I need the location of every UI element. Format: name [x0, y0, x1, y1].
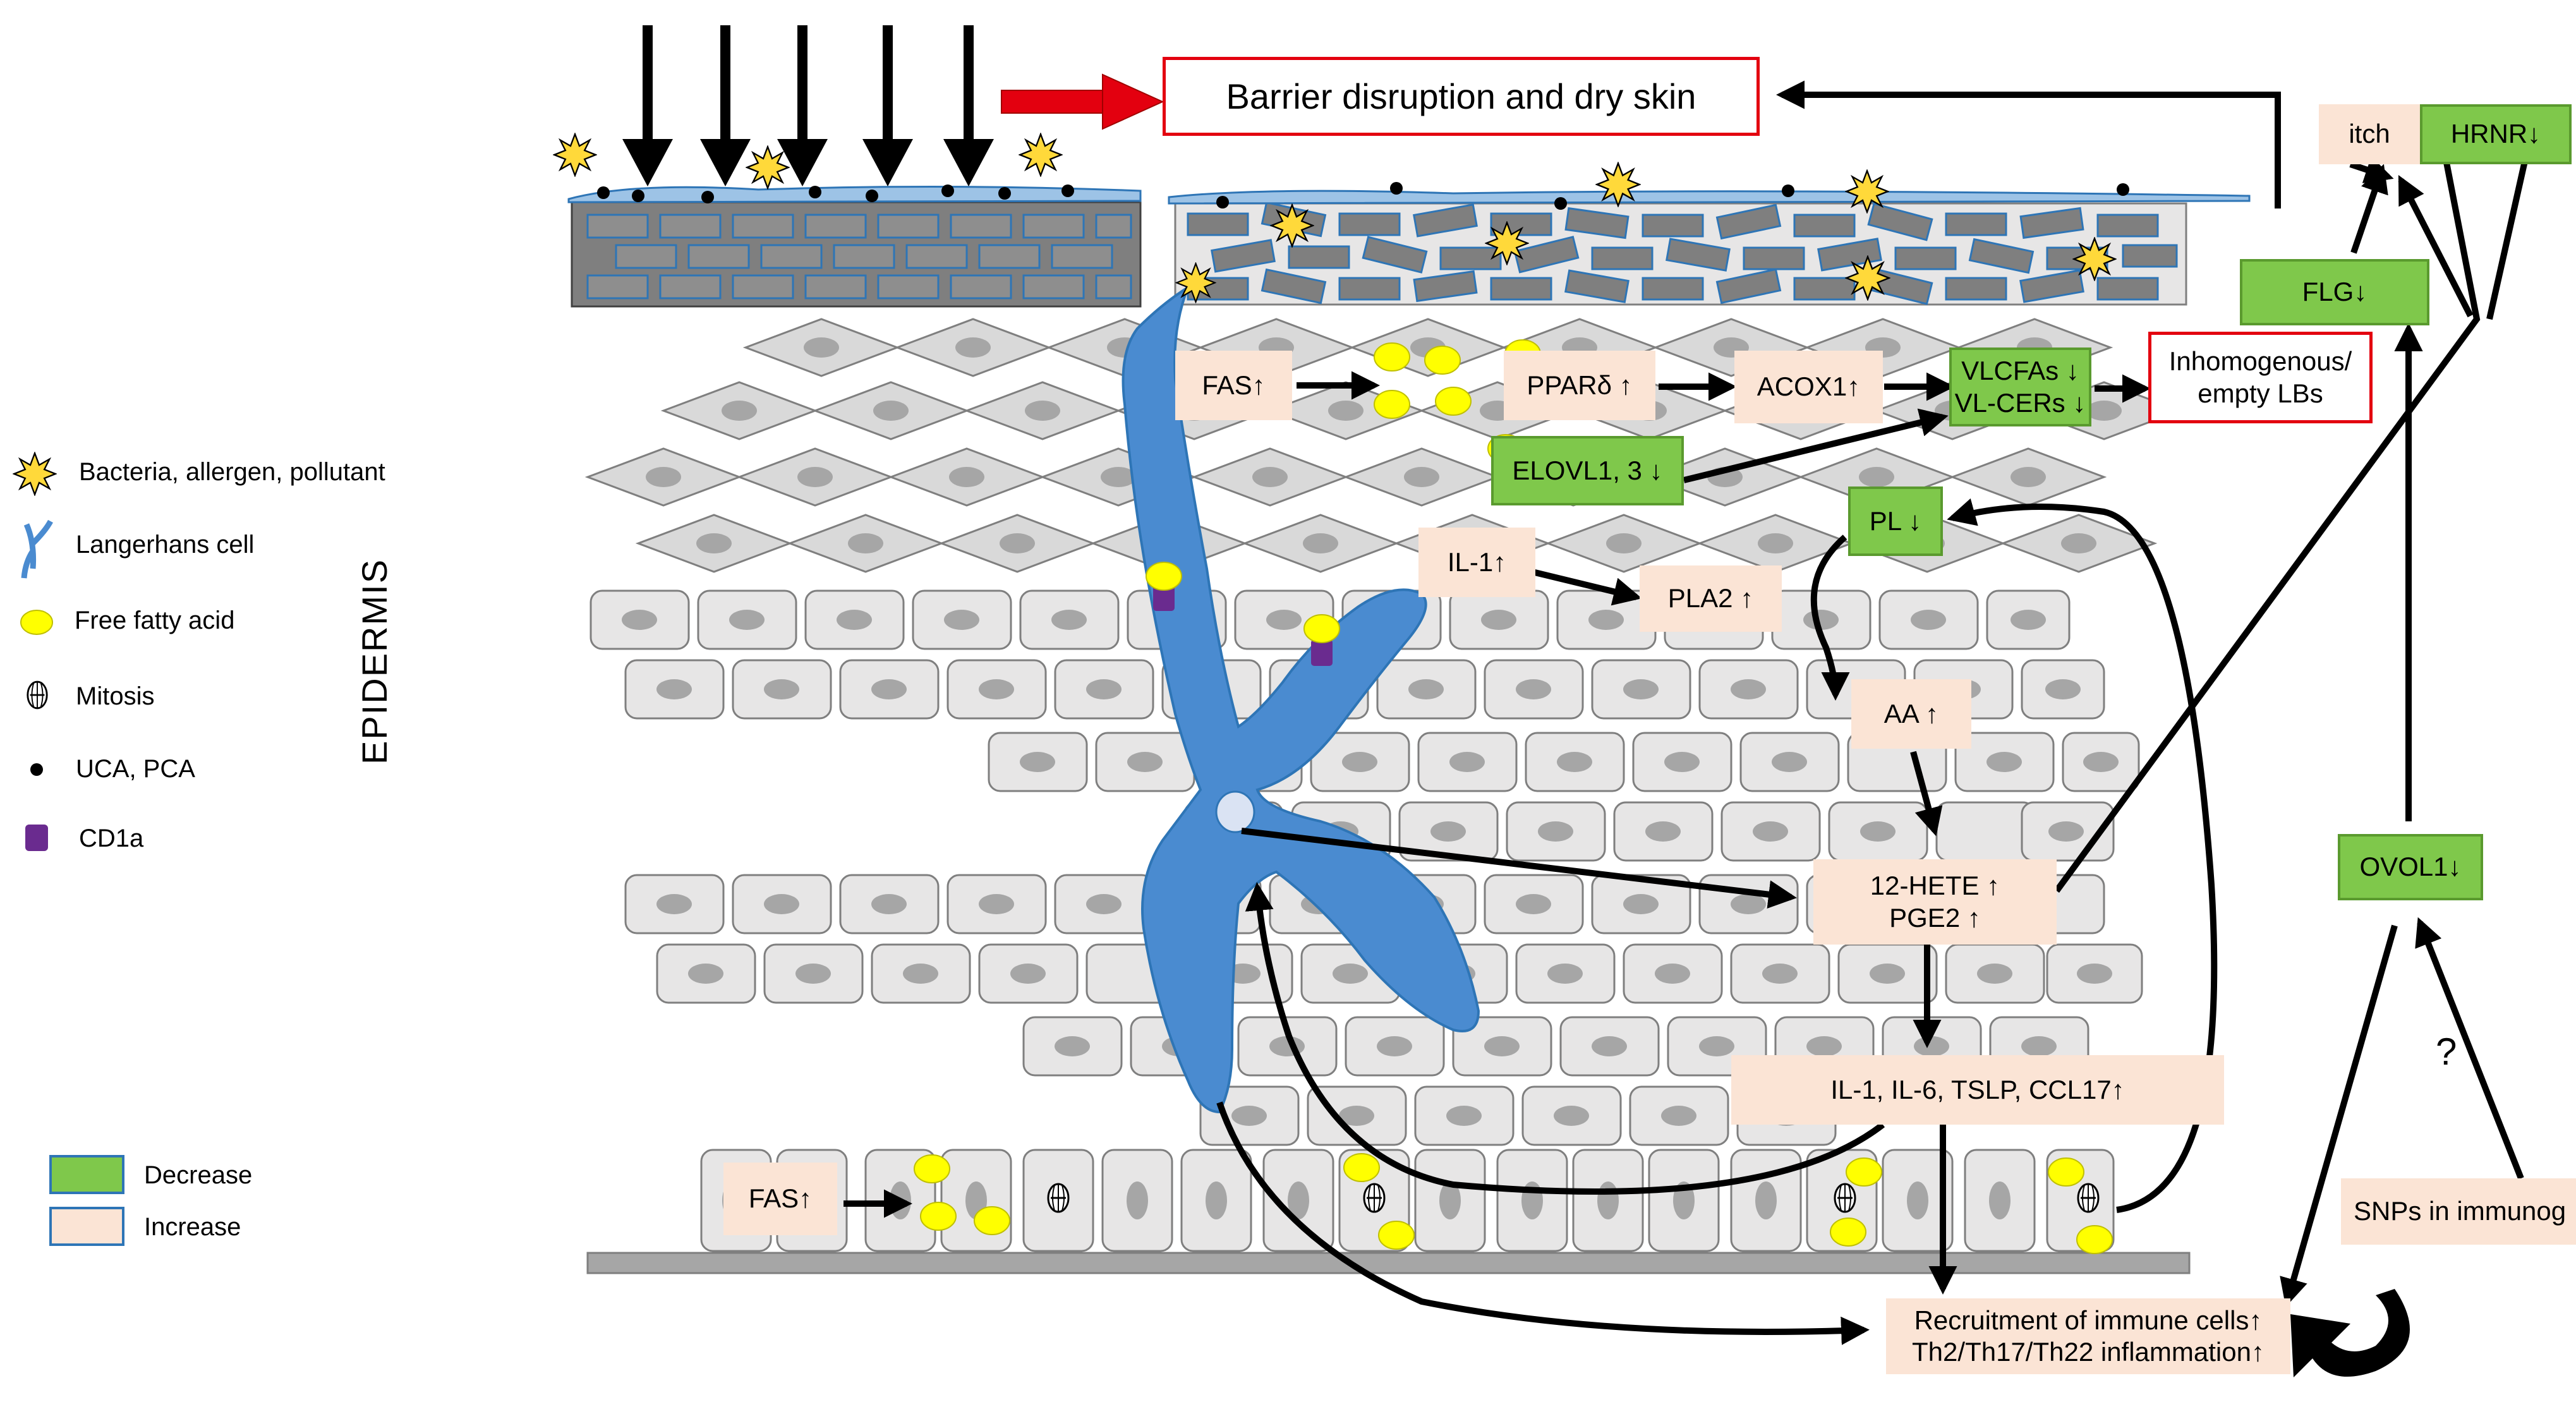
epidermis-label: EPIDERMIS — [354, 558, 394, 764]
pl-box: PL ↓ — [1848, 486, 1943, 556]
ovol1-box: OVOL1↓ — [2338, 834, 2483, 900]
acox1-box: ACOX1↑ — [1734, 351, 1883, 423]
legend-ffa-label: Free fatty acid — [75, 607, 235, 634]
cd1a-receptors — [1146, 562, 1340, 666]
stratum-corneum-disrupted — [1168, 190, 2251, 306]
barrier-disruption-title: Barrier disruption and dry skin — [1163, 57, 1760, 136]
elovl-box: ELOVL1, 3 ↓ — [1491, 436, 1684, 505]
ppar-box: PPARδ ↑ — [1504, 351, 1655, 420]
inhomogenous-label: Inhomogenous/ — [2168, 346, 2352, 377]
free-fatty-acids — [914, 339, 2113, 1254]
mitosis-icon — [2077, 1183, 2100, 1213]
recruitment-box: Recruitment of immune cells↑ Th2/Th17/Th… — [1886, 1298, 2290, 1374]
uca-pca-dots — [597, 182, 2129, 210]
basement-membrane — [586, 1252, 2191, 1274]
itch-box: itch — [2319, 104, 2420, 164]
inhomogenous-lbs-box: Inhomogenous/ empty LBs — [2148, 332, 2373, 423]
langerhans-cell — [1122, 284, 1480, 1114]
red-arrow — [1001, 73, 1164, 130]
legend-increase-label: Increase — [144, 1213, 241, 1241]
vlcfas-label: VLCFAs ↓ — [1961, 356, 2079, 386]
legend-bacteria-label: Bacteria, allergen, pollutant — [79, 458, 385, 486]
inflammation-label: Th2/Th17/Th22 inflammation↑ — [1912, 1337, 2265, 1367]
fas-bottom-box: FAS↑ — [723, 1163, 837, 1235]
hete-pge2-box: 12-HETE ↑ PGE2 ↑ — [1813, 859, 2057, 945]
mitosis-icon — [1834, 1183, 1856, 1213]
mitosis-icon — [1363, 1183, 1386, 1213]
pla2-box: PLA2 ↑ — [1640, 565, 1782, 632]
flg-box: FLG↓ — [2240, 259, 2429, 325]
question-mark: ? — [2436, 1030, 2457, 1073]
aa-box: AA ↑ — [1851, 679, 1971, 749]
legend-langerhans-label: Langerhans cell — [76, 531, 255, 559]
stratum-corneum-intact — [567, 185, 1142, 308]
cytokines-box: IL-1, IL-6, TSLP, CCL17↑ — [1731, 1055, 2224, 1125]
legend-cd1a-label: CD1a — [79, 825, 144, 852]
legend-mitosis-label: Mitosis — [76, 682, 155, 710]
fas-top-box: FAS↑ — [1175, 351, 1292, 420]
vl-cers-label: VL-CERs ↓ — [1954, 387, 2086, 418]
mitosis-icon — [1047, 1183, 1070, 1213]
legend-decrease-label: Decrease — [144, 1161, 253, 1189]
recruitment-label: Recruitment of immune cells↑ — [1914, 1305, 2263, 1335]
empty-lbs-label: empty LBs — [2198, 378, 2323, 408]
pathway-arrows — [844, 80, 2540, 1345]
hrnr-box: HRNR↓ — [2420, 104, 2572, 164]
pge2-label: PGE2 ↑ — [1889, 902, 1981, 933]
environmental-insult-arrows — [622, 25, 994, 186]
12-hete-label: 12-HETE ↑ — [1870, 871, 2000, 901]
snps-curved-arrow — [2290, 1289, 2410, 1377]
vlcfas-box: VLCFAs ↓ VL-CERs ↓ — [1949, 347, 2091, 426]
snps-box: SNPs in immunog — [2341, 1178, 2576, 1245]
legend-uca-label: UCA, PCA — [76, 755, 195, 783]
il1-box: IL-1↑ — [1418, 528, 1535, 597]
